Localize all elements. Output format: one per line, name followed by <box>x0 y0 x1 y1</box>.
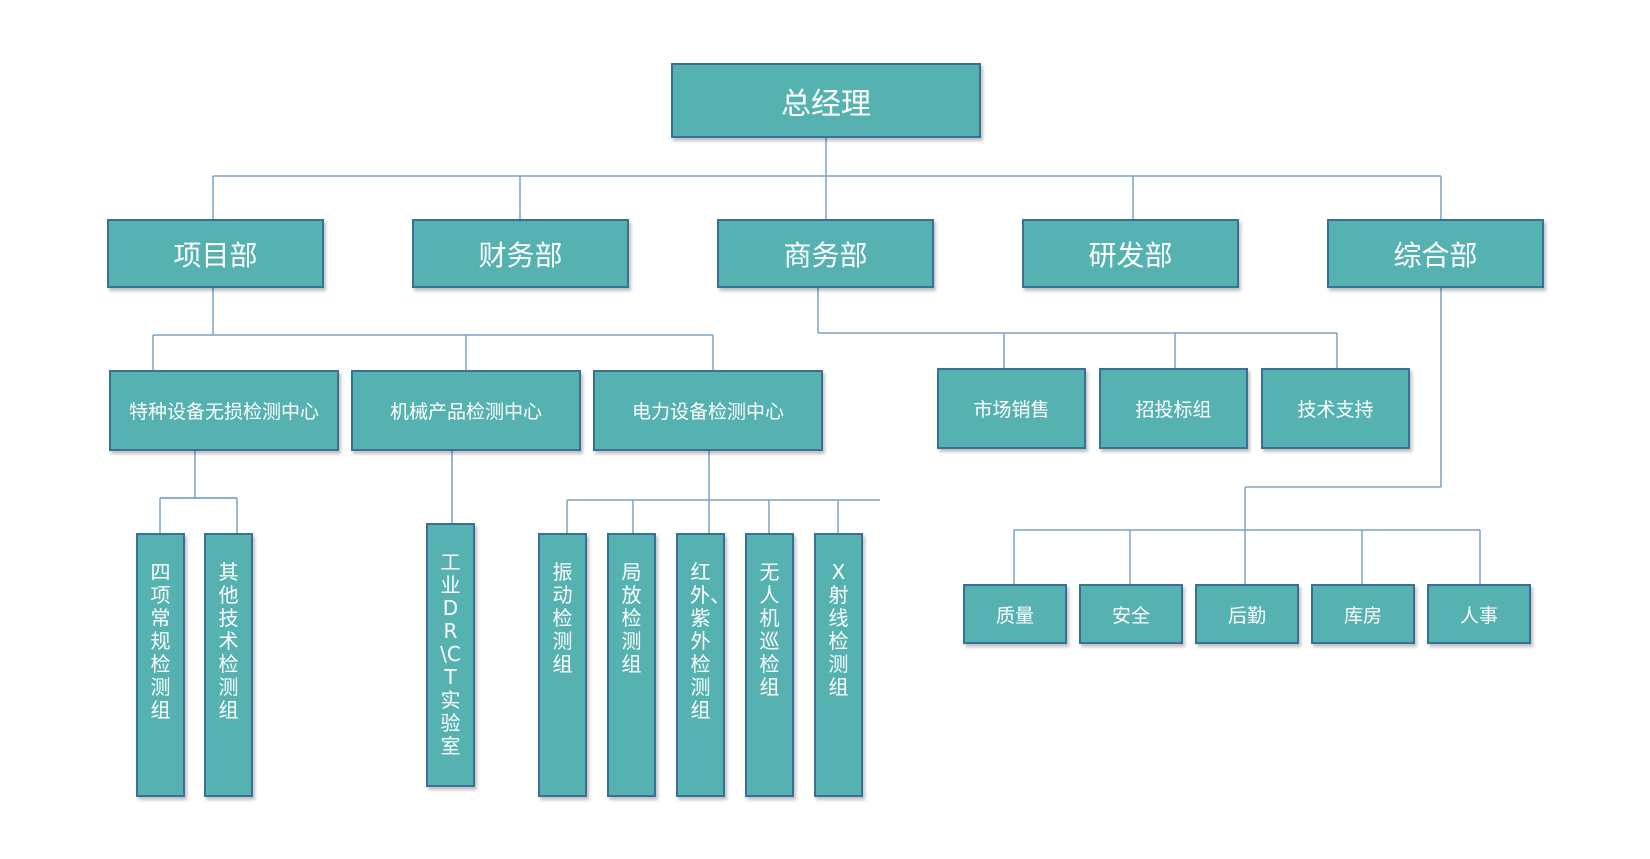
node-group-infrared-uv-label: 红外、紫外检测组 <box>690 560 730 722</box>
node-unit-warehouse: 库房 <box>1311 584 1415 644</box>
node-group-partial-discharge: 局放检测组 <box>607 533 656 797</box>
node-dept-rnd: 研发部 <box>1022 219 1239 288</box>
node-center-special-equipment: 特种设备无损检测中心 <box>109 370 339 451</box>
node-group-industrial-dr-ct: 工业DR\CT实验室 <box>426 523 475 787</box>
node-group-xray-label: X射线检测组 <box>828 560 849 699</box>
node-group-four-routine-label: 四项常规检测组 <box>150 560 171 722</box>
node-center-power: 电力设备检测中心 <box>593 370 823 451</box>
node-dept-project: 项目部 <box>107 219 324 288</box>
node-dept-commerce: 商务部 <box>717 219 934 288</box>
node-unit-hr: 人事 <box>1427 584 1531 644</box>
node-unit-market-sales: 市场销售 <box>937 368 1086 449</box>
node-group-infrared-uv: 红外、紫外检测组 <box>676 533 730 797</box>
node-group-other-tech: 其他技术检测组 <box>204 533 253 797</box>
node-group-four-routine: 四项常规检测组 <box>136 533 185 797</box>
node-unit-quality: 质量 <box>963 584 1067 644</box>
node-group-industrial-dr-ct-label: 工业DR\CT实验室 <box>440 550 461 758</box>
node-group-xray: X射线检测组 <box>814 533 863 797</box>
node-dept-finance: 财务部 <box>412 219 629 288</box>
node-unit-safety: 安全 <box>1079 584 1183 644</box>
node-group-vibration-label: 振动检测组 <box>552 560 573 676</box>
node-dept-general: 综合部 <box>1327 219 1544 288</box>
node-unit-tech-support: 技术支持 <box>1261 368 1410 449</box>
node-center-mechanical: 机械产品检测中心 <box>351 370 581 451</box>
node-group-drone-inspection-label: 无人机巡检组 <box>759 560 780 699</box>
node-group-other-tech-label: 其他技术检测组 <box>218 560 239 722</box>
node-unit-logistics: 后勤 <box>1195 584 1299 644</box>
node-unit-bidding: 招投标组 <box>1099 368 1248 449</box>
node-group-vibration: 振动检测组 <box>538 533 587 797</box>
node-group-drone-inspection: 无人机巡检组 <box>745 533 794 797</box>
node-group-partial-discharge-label: 局放检测组 <box>621 560 642 676</box>
node-general-manager: 总经理 <box>671 63 981 138</box>
